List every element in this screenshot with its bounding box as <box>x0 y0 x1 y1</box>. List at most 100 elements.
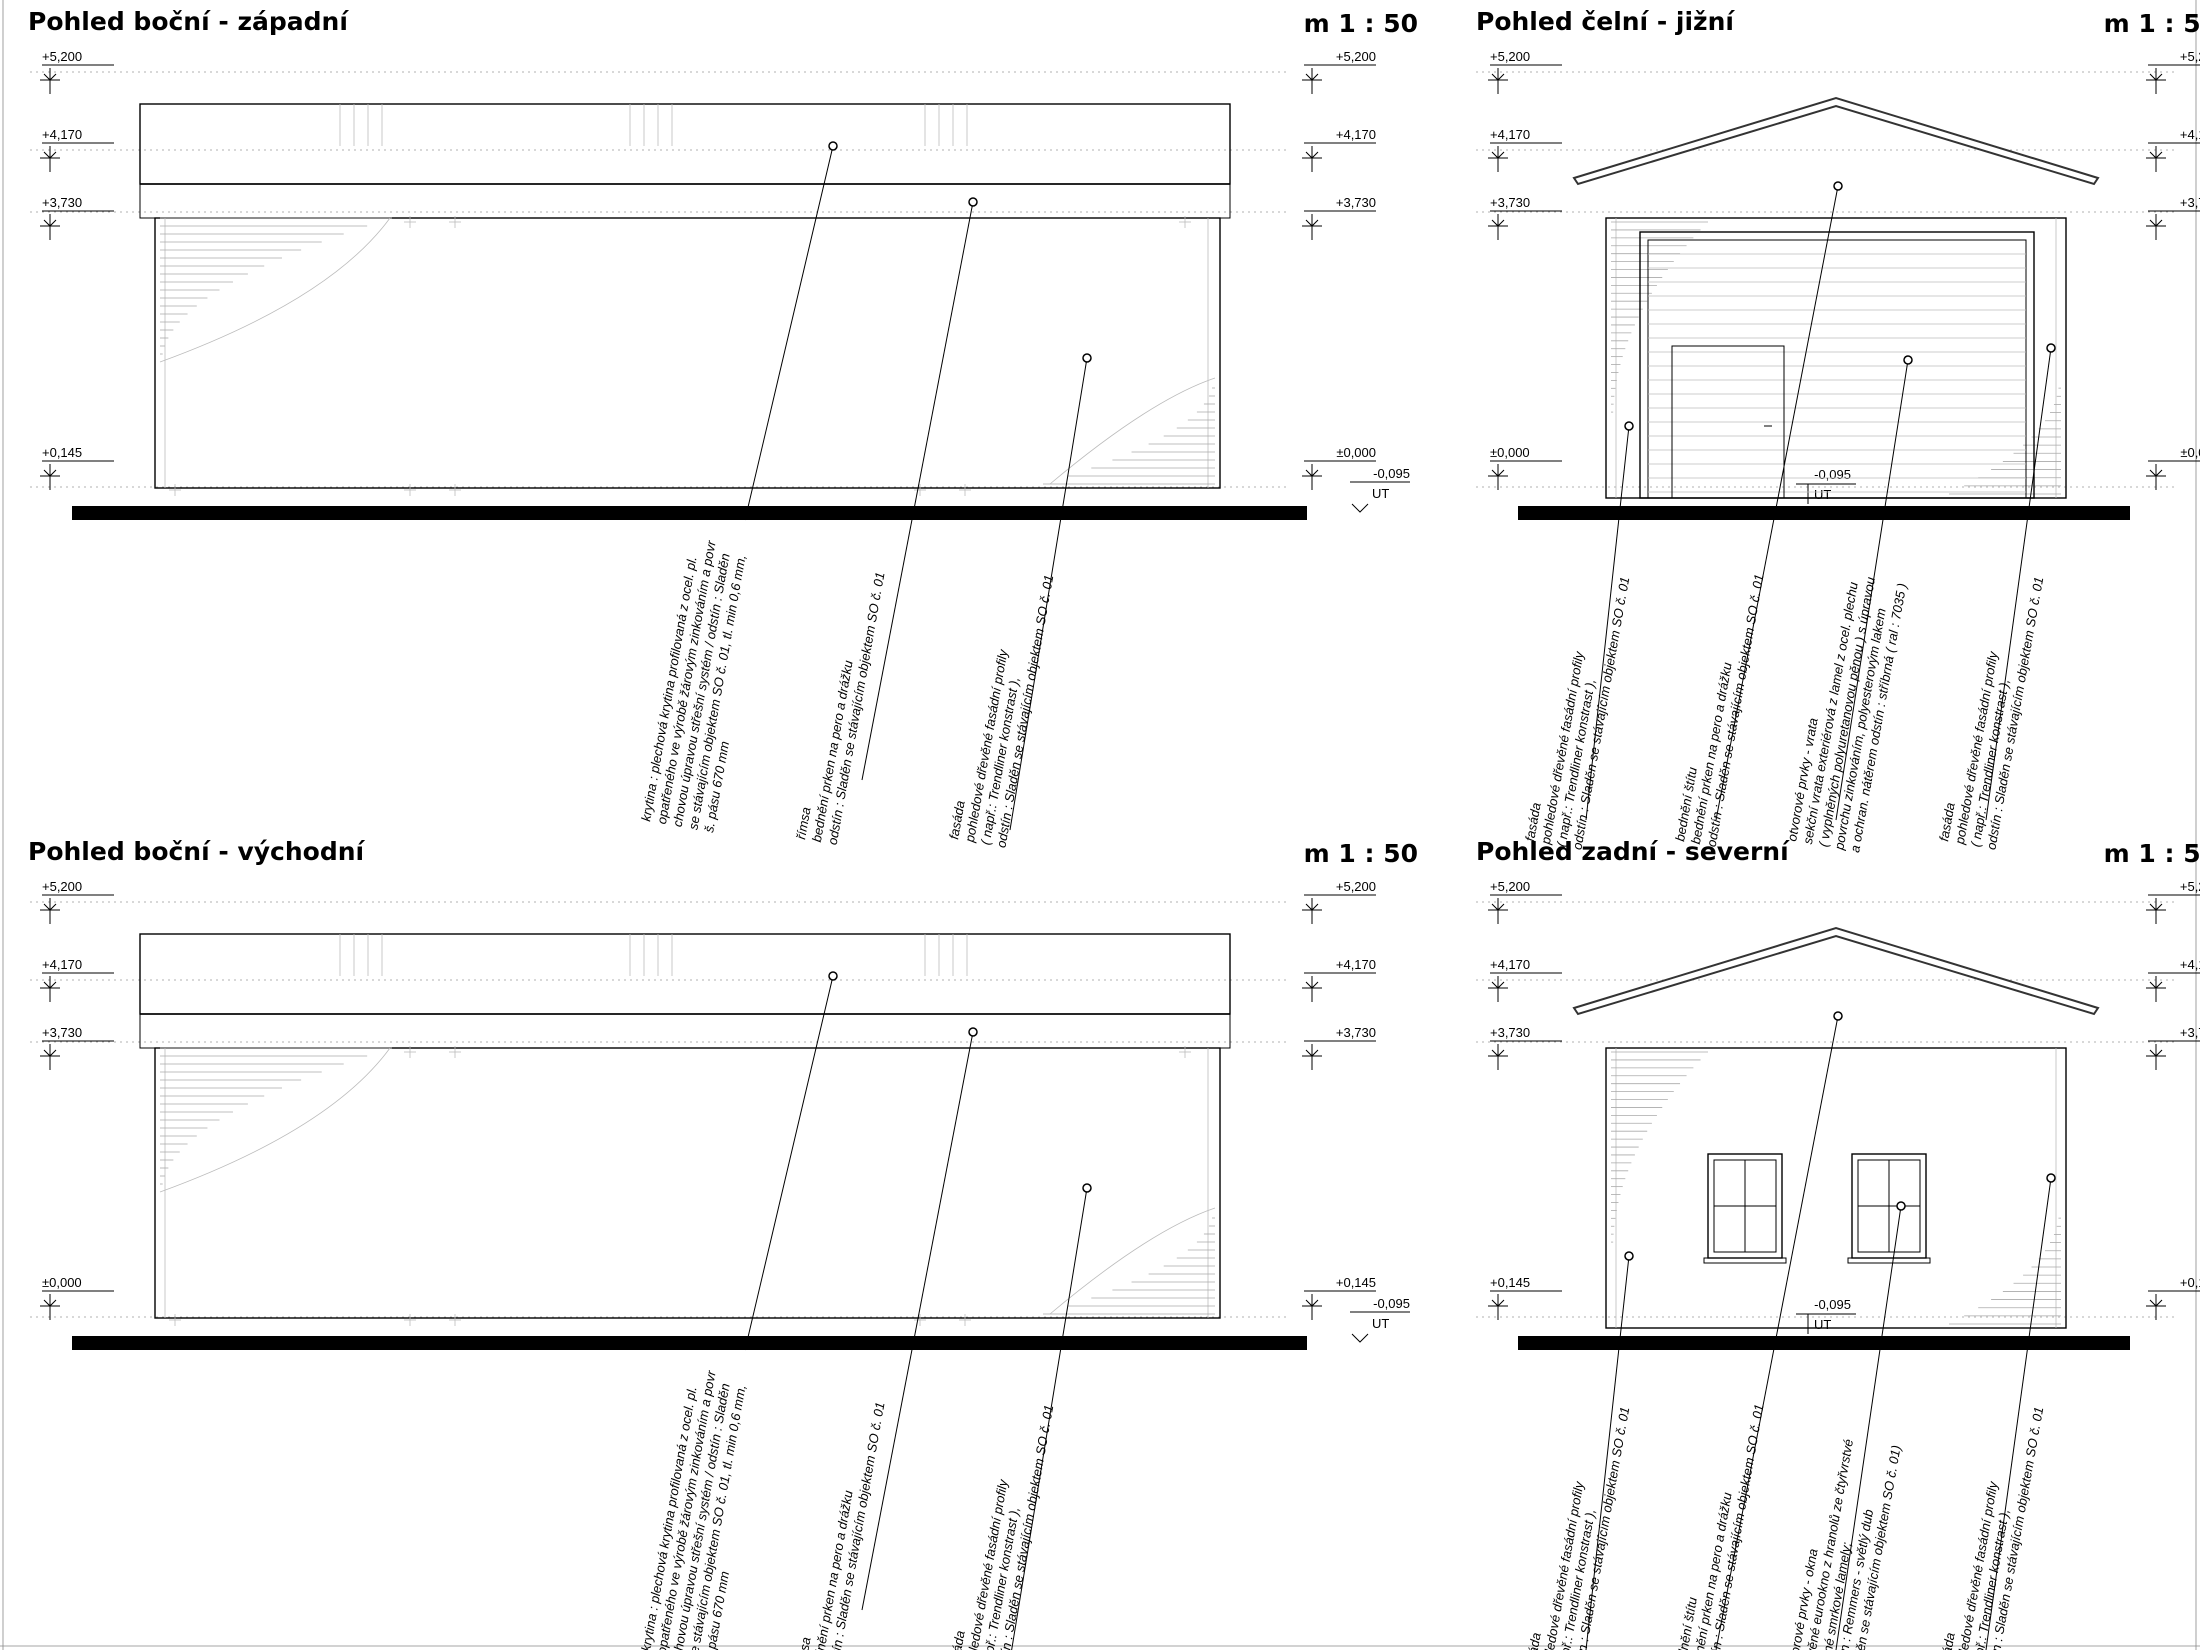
terrain-value: -0,095 <box>1814 467 1851 482</box>
level-right-3730-arrow <box>1305 219 1319 227</box>
leader-facade-right-marker <box>2046 343 2056 353</box>
level-left-3730-label: +3,730 <box>42 195 82 210</box>
leader-opening-line <box>1835 359 1909 821</box>
terrain-label: UT <box>1814 487 1831 502</box>
terrain-label: UT <box>1372 486 1389 501</box>
level-right-4170-label: +4,170 <box>1336 957 1376 972</box>
level-right-5200-arrow <box>2149 73 2163 81</box>
level-left-3730-arrow <box>1491 219 1505 227</box>
level-right-3730-label: +3,730 <box>2180 1025 2200 1040</box>
wall <box>154 217 1221 489</box>
leader-cornice-marker <box>968 197 978 207</box>
hatch-right <box>1949 1217 2061 1325</box>
terrain-value: -0,095 <box>1373 466 1410 481</box>
level-left-5200-arrow <box>1491 903 1505 911</box>
level-left-base-arrow <box>43 469 57 477</box>
leader-opening-marker <box>1896 1201 1906 1211</box>
wall <box>1605 1047 2067 1329</box>
leader-gable-line <box>1715 1015 1839 1650</box>
level-right-base-label: +0,145 <box>2180 1275 2200 1290</box>
terrain-value: -0,095 <box>1373 1296 1410 1311</box>
view-title: Pohled boční - západní <box>28 7 349 36</box>
scale-label: m 1 : 50 <box>2104 839 2200 868</box>
note-facade-line: fasáda <box>946 1629 968 1650</box>
level-right-5200-arrow <box>2149 903 2163 911</box>
level-left-4170-label: +4,170 <box>42 957 82 972</box>
level-left-base-arrow <box>43 1299 57 1307</box>
wall <box>1605 217 2067 499</box>
roof-band <box>139 103 1231 185</box>
level-right-3730-arrow <box>1305 1049 1319 1057</box>
leader-roof-marker <box>828 141 838 151</box>
level-left-3730-arrow <box>43 219 57 227</box>
view-title: Pohled čelní - jižní <box>1476 7 1735 36</box>
note-facade-right-line: fasáda <box>1936 801 1958 842</box>
hatch-left <box>1611 1051 1708 1243</box>
hatch-edge-left <box>159 217 391 363</box>
level-right-3730-arrow <box>2149 1049 2163 1057</box>
level-right-4170-label: +4,170 <box>1336 127 1376 142</box>
level-right-base-label: +0,145 <box>1336 1275 1376 1290</box>
hatch-bottom-right <box>1043 1217 1215 1315</box>
level-left-4170-label: +4,170 <box>1490 127 1530 142</box>
leader-facade-right-marker <box>2046 1173 2056 1183</box>
note-facade-line: fasáda <box>946 799 968 840</box>
note-facade-left-line: fasáda <box>1522 1631 1544 1650</box>
ground-bar <box>72 1336 1307 1350</box>
note-facade-left-line: fasáda <box>1522 801 1544 842</box>
hatch-top-left <box>160 1047 392 1185</box>
leader-gable-line <box>1715 185 1839 821</box>
hatch-edge-right <box>1049 377 1216 485</box>
level-left-3730-label: +3,730 <box>42 1025 82 1040</box>
leader-facade-left-line <box>1585 425 1630 821</box>
terrain-arrow <box>1351 1333 1369 1343</box>
hatch-edge-left <box>159 1047 391 1193</box>
level-left-5200-label: +5,200 <box>1490 879 1530 894</box>
leader-roof-marker <box>828 971 838 981</box>
cornice <box>139 183 1231 219</box>
level-left-3730-arrow <box>43 1049 57 1057</box>
leader-facade-marker <box>1082 353 1092 363</box>
level-right-base-label: ±0,000 <box>1336 445 1376 460</box>
level-left-4170-arrow <box>1491 151 1505 159</box>
level-right-base-arrow <box>1305 1299 1319 1307</box>
level-right-5200-label: +5,200 <box>1336 49 1376 64</box>
leader-facade-right-line <box>1985 347 2052 821</box>
wall <box>154 1047 1221 1319</box>
level-left-5200-label: +5,200 <box>42 49 82 64</box>
leader-roof-line <box>744 145 834 521</box>
level-right-4170-label: +4,170 <box>2180 957 2200 972</box>
leader-facade-line <box>1009 357 1088 831</box>
terrain-value: -0,095 <box>1814 1297 1851 1312</box>
level-left-5200-label: +5,200 <box>42 879 82 894</box>
terrain-label: UT <box>1372 1316 1389 1331</box>
level-left-3730-arrow <box>1491 1049 1505 1057</box>
level-left-5200-arrow <box>1491 73 1505 81</box>
note-cornice-line: římsa <box>793 1636 813 1650</box>
level-left-4170-label: +4,170 <box>1490 957 1530 972</box>
note-facade-right-line: fasáda <box>1936 1631 1958 1650</box>
ground-bar <box>72 506 1307 520</box>
leader-gable-marker <box>1833 181 1843 191</box>
note-roof: krytina : plechová krytina profilovaná z… <box>638 539 748 834</box>
hatch-bottom-right <box>1043 387 1215 485</box>
level-right-3730-label: +3,730 <box>1336 1025 1376 1040</box>
hatch-top-left <box>160 217 392 355</box>
level-left-base-arrow <box>1491 469 1505 477</box>
level-left-base-label: ±0,000 <box>1490 445 1530 460</box>
gable-roof <box>1572 926 2100 1016</box>
leader-facade-marker <box>1082 1183 1092 1193</box>
leader-opening-marker <box>1903 355 1913 365</box>
leader-facade-line <box>1011 1187 1088 1650</box>
